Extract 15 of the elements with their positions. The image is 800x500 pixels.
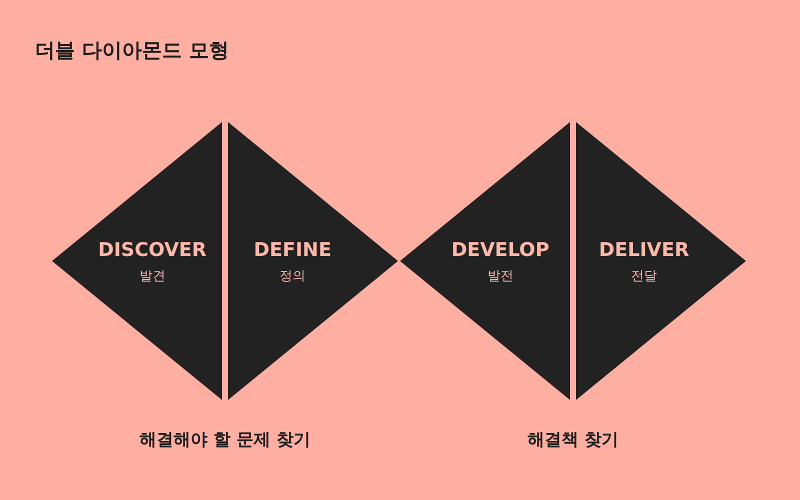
phase-triangle: [52, 122, 222, 400]
phase-triangle: [228, 122, 398, 400]
phase-name: DELIVER: [598, 239, 690, 261]
title: 더블 다이아몬드 모형: [35, 37, 229, 64]
phase-subtitle: 발전: [487, 268, 514, 285]
phase-subtitle: 정의: [280, 268, 306, 285]
phase-name: DEVELOP: [451, 239, 550, 261]
stage-caption: 해결해야 할 문제 찾기: [140, 429, 310, 451]
phase-triangle: [400, 122, 570, 400]
phase-subtitle: 발견: [139, 268, 166, 285]
phase-triangle: [576, 122, 746, 400]
phase-name: DEFINE: [254, 239, 332, 261]
stage-caption: 해결책 찾기: [528, 429, 618, 451]
phase-name: DISCOVER: [98, 239, 207, 261]
phase-subtitle: 전달: [631, 268, 657, 285]
